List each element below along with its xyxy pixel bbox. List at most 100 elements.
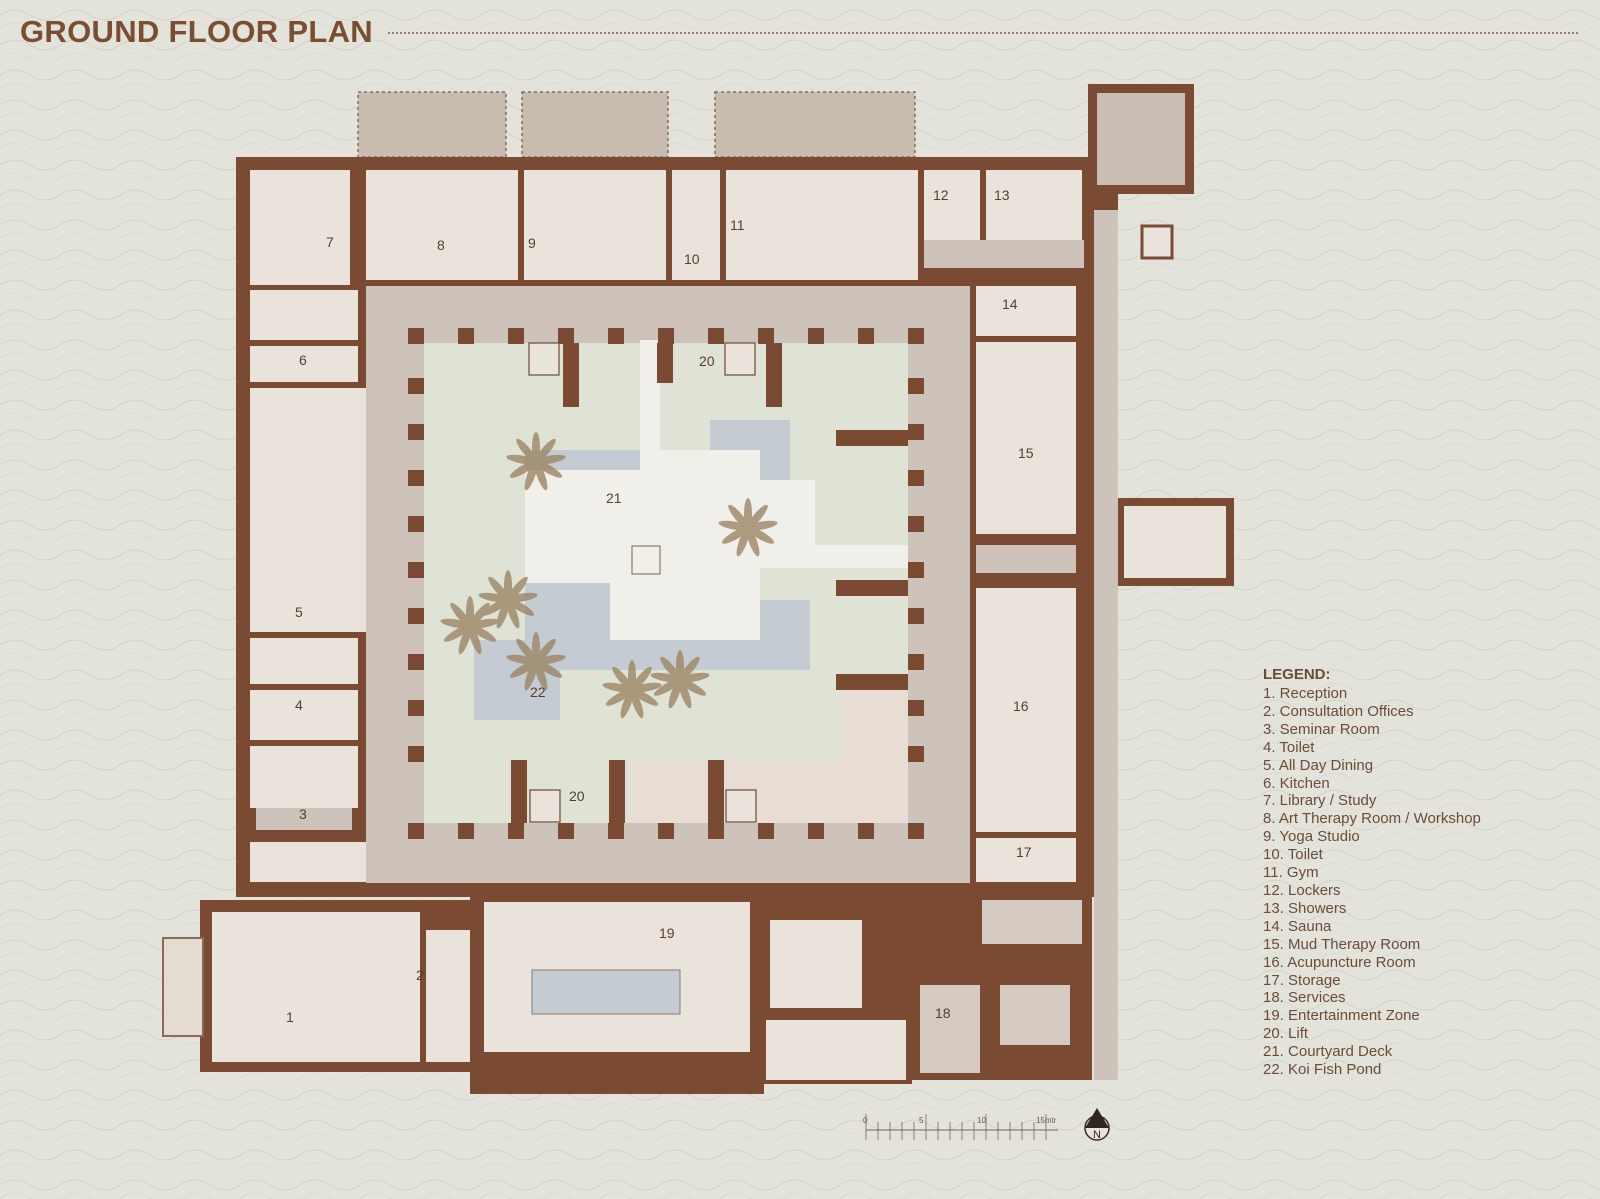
room-label-5: 5 <box>295 604 303 620</box>
scale-tick-10: 10 <box>977 1116 986 1125</box>
room-label-3: 3 <box>299 806 307 822</box>
room-12 <box>924 170 980 240</box>
room-label-10: 10 <box>684 251 700 267</box>
pier <box>408 823 424 839</box>
paved-area <box>632 690 908 823</box>
room-13 <box>986 170 1082 240</box>
pier <box>858 823 874 839</box>
pond-north <box>710 420 790 480</box>
room-numbers: 1 2 3 4 5 6 7 8 9 10 11 12 13 14 15 16 1… <box>286 187 1034 1025</box>
room-9 <box>524 170 666 280</box>
pier <box>508 823 524 839</box>
tower-room <box>1097 93 1185 185</box>
room-label-21: 21 <box>606 490 622 506</box>
room-label-1: 1 <box>286 1009 294 1025</box>
courtyard-piers <box>408 328 924 839</box>
legend-item: 22. Koi Fish Pond <box>1263 1061 1382 1079</box>
pier <box>908 470 924 486</box>
pier <box>908 424 924 440</box>
service-room <box>770 920 862 1008</box>
room-18-east <box>1000 985 1070 1045</box>
scale-tick-5: 5 <box>919 1116 924 1125</box>
west-service <box>250 638 358 684</box>
legend-item: 16. Acupuncture Room <box>1263 953 1416 971</box>
entertainment-pool <box>531 969 681 1015</box>
room-label-20-north: 20 <box>699 353 715 369</box>
north-arrow: N <box>1084 1108 1110 1141</box>
room-15 <box>976 342 1076 534</box>
room-11 <box>726 170 918 280</box>
pier <box>808 328 824 344</box>
room-label-9: 9 <box>528 235 536 251</box>
legend-item: 13. Showers <box>1263 899 1347 917</box>
east-link <box>976 545 1076 573</box>
pier <box>908 654 924 670</box>
pier <box>908 328 924 344</box>
room-2 <box>426 930 470 1062</box>
pier <box>458 823 474 839</box>
pier <box>608 328 624 344</box>
room-label-4: 4 <box>295 697 303 713</box>
room-label-18: 18 <box>935 1005 951 1021</box>
room-3 <box>256 808 352 830</box>
room-label-2: 2 <box>416 967 424 983</box>
pier <box>608 823 624 839</box>
room-label-13: 13 <box>994 187 1010 203</box>
pier <box>908 562 924 578</box>
seminar-seating <box>250 746 358 808</box>
legend-item: 21. Courtyard Deck <box>1263 1043 1393 1061</box>
room-label-8: 8 <box>437 237 445 253</box>
koi-pond <box>474 450 810 720</box>
palm-trees <box>440 432 778 719</box>
pier <box>658 328 674 344</box>
room-8 <box>366 170 518 280</box>
palm-tree-icon <box>506 432 566 491</box>
courtyard-deck <box>525 340 908 640</box>
pier <box>408 378 424 394</box>
pier <box>908 700 924 716</box>
room-17 <box>976 838 1076 882</box>
room-1 <box>212 912 420 1062</box>
legend-item: 8. Art Therapy Room / Workshop <box>1263 810 1481 828</box>
palm-tree-icon <box>650 650 710 709</box>
north-east-corridor <box>924 240 1084 268</box>
east-stair <box>1124 506 1226 578</box>
room-7 <box>250 170 350 285</box>
room-label-16: 16 <box>1013 698 1029 714</box>
pier <box>908 378 924 394</box>
pier <box>908 608 924 624</box>
pier <box>558 328 574 344</box>
pier <box>558 823 574 839</box>
legend-item: 15. Mud Therapy Room <box>1263 935 1421 953</box>
lift-cars <box>528 342 757 823</box>
room-18 <box>920 985 980 1073</box>
pier <box>408 424 424 440</box>
legend-item: 17. Storage <box>1263 971 1341 989</box>
scale-bar: 0 5 10 15mtr <box>863 1114 1058 1140</box>
scale-tick-15: 15mtr <box>1036 1116 1057 1125</box>
main-building <box>236 84 1234 1080</box>
deck-grate <box>631 545 661 575</box>
room-label-22: 22 <box>530 684 546 700</box>
legend-item: 5. All Day Dining <box>1263 756 1374 774</box>
legend-item: 3. Seminar Room <box>1263 720 1380 738</box>
legend-title: LEGEND: <box>1263 666 1331 683</box>
north-arrow-label: N <box>1093 1129 1101 1141</box>
palm-tree-icon <box>440 596 500 655</box>
pier <box>408 654 424 670</box>
east-lift <box>1140 224 1174 260</box>
room-14 <box>976 286 1076 336</box>
legend-item: 6. Kitchen <box>1263 774 1330 792</box>
pier <box>408 328 424 344</box>
pier <box>758 328 774 344</box>
south-wing <box>162 888 1092 1094</box>
pier <box>408 562 424 578</box>
pier <box>408 608 424 624</box>
west-stair <box>250 842 370 882</box>
title-dotted-rule <box>388 32 1578 34</box>
pier <box>708 823 724 839</box>
room-10 <box>672 170 720 280</box>
room-4 <box>250 690 358 740</box>
